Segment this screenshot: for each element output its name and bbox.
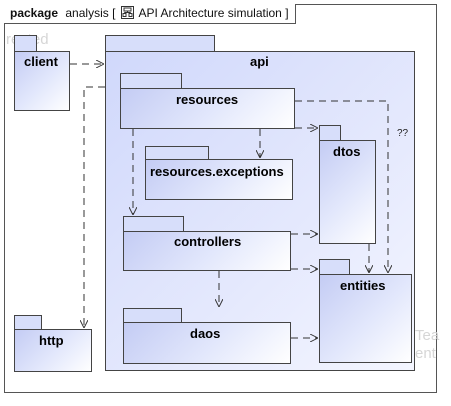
package-entities-label: entities [340,278,386,293]
package-dtos[interactable] [319,140,376,244]
package-resources-exceptions[interactable] [145,159,293,200]
frame-name: analysis [65,6,109,20]
frame-keyword: package [10,6,59,20]
package-resources[interactable] [120,88,295,129]
package-diagram-icon [120,6,134,22]
package-http[interactable] [14,329,92,372]
package-resources-exceptions-label: resources.exceptions [150,164,284,179]
package-resources-label: resources [176,92,239,107]
package-dtos-label: dtos [333,144,361,159]
package-controllers[interactable] [123,231,291,271]
package-daos-label: daos [190,326,221,341]
watermark-right-2: ent [415,345,436,362]
frame-header: package analysis [ API Architecture simu… [4,4,296,24]
dep-api-to-http[interactable] [84,86,105,328]
package-controllers-label: controllers [174,234,242,249]
frame-bracket-close: ] [285,6,289,20]
package-api-label: api [250,54,269,69]
package-client[interactable] [14,51,70,111]
package-http-label: http [39,333,64,348]
package-client-label: client [24,54,58,69]
frame-diagram-name: API Architecture simulation [138,6,282,20]
dep-label-resources-entities: ?? [397,128,409,139]
frame-bracket-open: [ [112,6,116,20]
package-entities[interactable] [319,274,412,363]
package-daos[interactable] [123,322,291,364]
watermark-right-1: Tea [415,327,440,344]
dep-resources-to-entities[interactable] [295,100,388,273]
